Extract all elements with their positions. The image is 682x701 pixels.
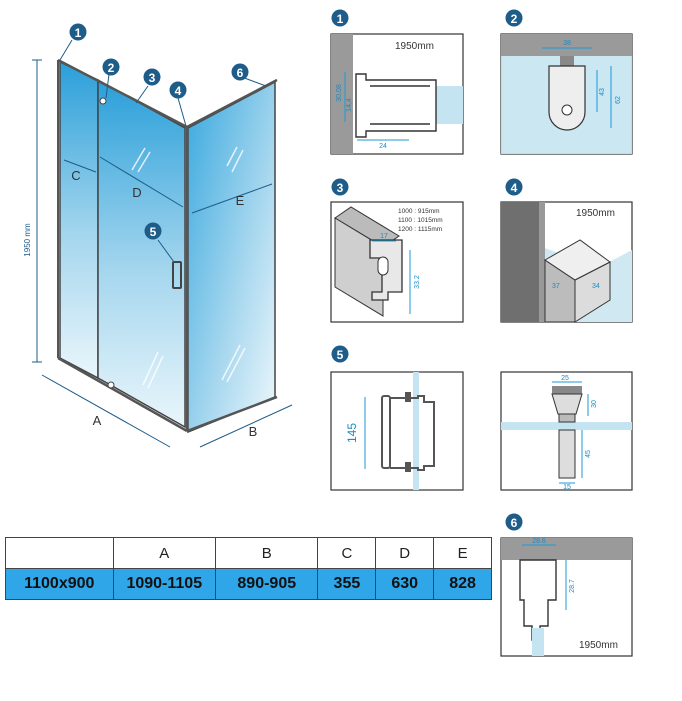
detail-1: 1 1950mm 30,08 14,4 24: [330, 9, 464, 155]
table-header: [5, 537, 114, 569]
detail-3-badge: 3: [337, 181, 344, 195]
detail-4: 4 1950mm 37 34: [500, 178, 633, 323]
detail-2-badge: 2: [511, 12, 518, 26]
height-label: 1950 mm: [23, 223, 32, 257]
dim-c-label: C: [71, 168, 80, 183]
door-panel: [97, 78, 186, 429]
detail-6-h1: 28.6: [532, 538, 546, 545]
table-row: 1100x900 1090-1105 890-905 355 630 828: [5, 568, 492, 600]
dimension-table: A B C D E 1100x900 1090-1105 890-905 355…: [5, 537, 492, 600]
detail-4-badge: 4: [511, 181, 518, 195]
callout-1: 1: [75, 26, 82, 40]
detail-4-label: 1950mm: [576, 208, 615, 219]
detail-3-size-1: 1000 : 915mm: [398, 208, 440, 215]
side-panel: [187, 80, 276, 434]
callout-4: 4: [175, 84, 182, 98]
detail-2-h1: 38: [563, 40, 571, 47]
detail-3-v1: 33.2: [414, 275, 421, 289]
table-header: C: [317, 537, 377, 569]
detail-4-a: 37: [552, 283, 560, 290]
table-cell: 828: [433, 568, 492, 600]
detail-3-size-2: 1100 : 1015mm: [398, 217, 443, 224]
detail-5b-h2: 15: [563, 484, 571, 491]
dim-d-label: D: [132, 185, 141, 200]
detail-2-v2: 62: [615, 96, 622, 104]
detail-5-v1: 145: [345, 423, 359, 443]
table-header: E: [433, 537, 492, 569]
detail-6-v1: 28.7: [569, 579, 576, 593]
detail-4-b: 34: [592, 283, 600, 290]
detail-5b-v1: 30: [591, 400, 598, 408]
dim-e-label: E: [236, 193, 245, 208]
detail-6-badge: 6: [511, 516, 518, 530]
detail-6: 6 28.6 28.7 1950mm: [500, 513, 633, 657]
dim-a-label: A: [93, 413, 102, 428]
dim-b-label: B: [249, 424, 258, 439]
front-fixed-panel: [59, 60, 99, 380]
callout-3: 3: [149, 71, 156, 85]
detail-1-h1: 24: [379, 143, 387, 150]
detail-2-v1: 43: [599, 88, 606, 96]
detail-5b-h1: 25: [561, 375, 569, 382]
detail-6-label: 1950mm: [579, 640, 618, 651]
shower-enclosure: [57, 58, 278, 434]
callout-leaders: [59, 39, 267, 263]
main-dimension-lines: [32, 59, 293, 448]
table-cell: 890-905: [215, 568, 319, 600]
detail-5: 5 145: [330, 345, 464, 491]
detail-1-badge: 1: [337, 12, 344, 26]
table-cell: 630: [375, 568, 435, 600]
detail-3-h1: 17: [380, 233, 388, 240]
table-header-row: A B C D E: [5, 537, 492, 569]
table-header: A: [112, 537, 217, 569]
detail-5-badge: 5: [337, 348, 344, 362]
callout-6: 6: [237, 66, 244, 80]
detail-3-size-3: 1200 : 1115mm: [398, 226, 442, 233]
table-cell: 1090-1105: [112, 568, 217, 600]
table-cell: 1100x900: [5, 568, 114, 600]
detail-5b: 25 30 45 15: [500, 371, 633, 491]
table-header: D: [375, 537, 435, 569]
detail-1-label: 1950mm: [395, 41, 434, 52]
detail-3: 3 1000 : 915mm 1100 : 1015mm 1200 : 1115…: [330, 178, 464, 323]
table-header: B: [215, 537, 319, 569]
detail-5b-v2: 45: [585, 450, 592, 458]
callout-5: 5: [150, 225, 157, 239]
detail-1-v1: 30,08: [336, 84, 343, 102]
detail-1-v2: 14,4: [346, 98, 353, 112]
callout-2: 2: [108, 61, 115, 75]
callout-badges-main: 1 2 3 4 6 5: [69, 23, 249, 240]
table-cell: 355: [317, 568, 377, 600]
door-handle: [172, 261, 182, 289]
detail-2: 2 38 43 62: [500, 9, 633, 155]
